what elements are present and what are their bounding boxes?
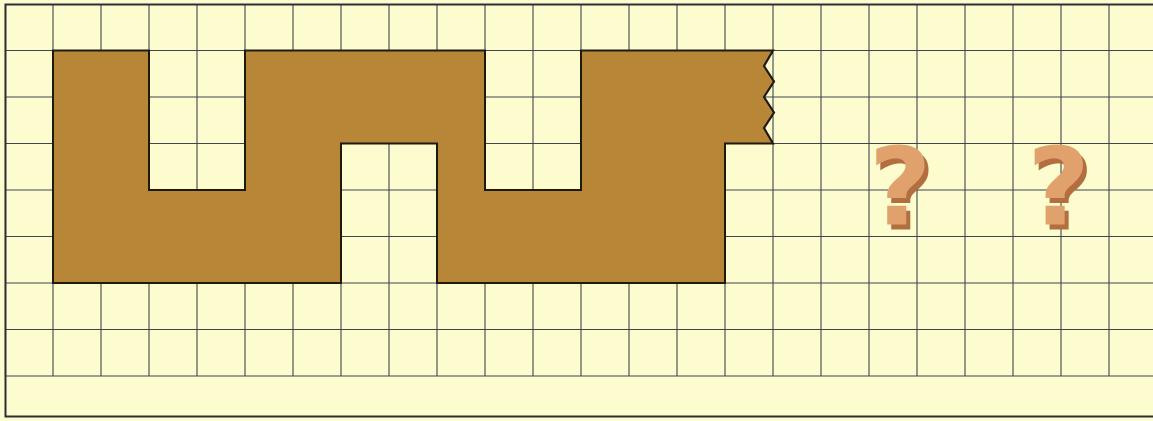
question-mark-glyph: ? xyxy=(1027,125,1090,250)
question-mark-2: ?? xyxy=(1027,125,1094,255)
question-mark-1: ?? xyxy=(869,125,936,255)
question-mark-glyph: ? xyxy=(869,125,932,250)
